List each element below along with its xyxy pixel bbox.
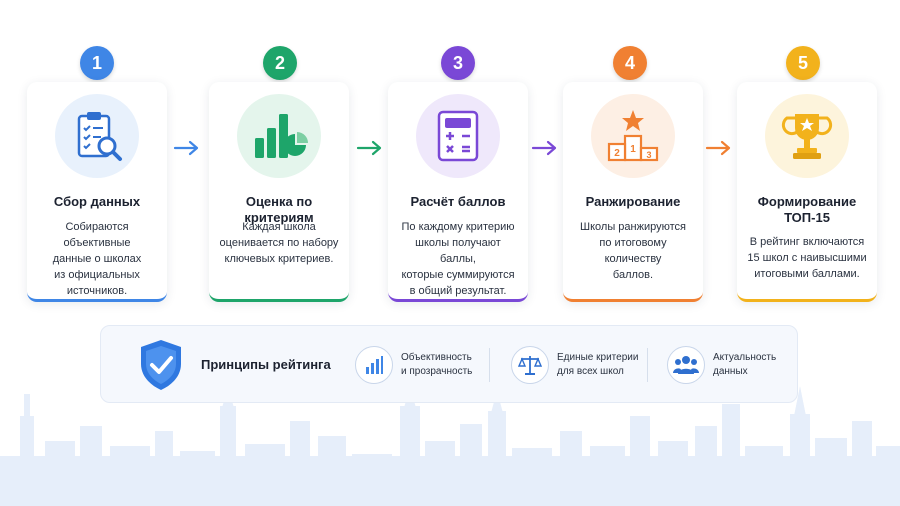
principle-relevance-line2: данных [713, 366, 748, 377]
principle-uniform-criteria-line2: для всех школ [557, 366, 624, 377]
step-4-icon-circle: 1 2 3 [591, 94, 675, 178]
divider [647, 348, 648, 382]
step-4-title: Ранжирование [585, 194, 681, 209]
shield-check-icon [141, 340, 181, 390]
svg-text:3: 3 [646, 150, 651, 160]
arrow-right-icon [356, 140, 382, 156]
trophy-icon [781, 114, 833, 159]
clipboard-magnifier-icon [77, 112, 122, 161]
principle-objectivity-line1: Объективность [401, 352, 472, 363]
arrow-right-icon [705, 140, 731, 156]
principle-objectivity: Объективность и прозрачность [355, 343, 472, 387]
step-2-title: Оценка по критериям [244, 194, 314, 225]
principles-title: Принципы рейтинга [201, 357, 331, 372]
principle-uniform-criteria-line1: Единые критерии [557, 352, 639, 363]
scales-icon [518, 356, 542, 375]
bar-pie-chart-icon [255, 114, 308, 158]
principle-relevance-line1: Актуальность [713, 352, 777, 363]
svg-text:1: 1 [630, 144, 636, 155]
step-5-icon-circle [765, 94, 849, 178]
podium-star-icon: 1 2 3 [607, 110, 659, 162]
arrow-right-icon [173, 140, 199, 156]
step-2-icon-circle [237, 94, 321, 178]
step-4-badge: 4 [613, 46, 647, 80]
step-3-badge: 3 [441, 46, 475, 80]
city-skyline [0, 386, 900, 506]
principle-objectivity-line2: и прозрачность [401, 366, 473, 377]
step-3-title: Расчёт баллов [410, 194, 506, 209]
step-3-icon-circle [416, 94, 500, 178]
step-1-badge: 1 [80, 46, 114, 80]
step-5-badge: 5 [786, 46, 820, 80]
step-1-icon-circle [55, 94, 139, 178]
arrow-right-icon [531, 140, 557, 156]
bar-chart-icon [366, 356, 383, 374]
svg-text:2: 2 [614, 148, 620, 159]
step-2-badge: 2 [263, 46, 297, 80]
principle-uniform-criteria: Единые критерии для всех школ [511, 343, 638, 387]
principle-relevance: Актуальность данных [667, 343, 776, 387]
people-icon [673, 356, 699, 374]
calculator-icon [437, 110, 479, 162]
step-1-title: Сбор данных [53, 194, 141, 209]
divider [489, 348, 490, 382]
principles-panel: Принципы рейтинга Объективность и прозра… [100, 325, 798, 403]
